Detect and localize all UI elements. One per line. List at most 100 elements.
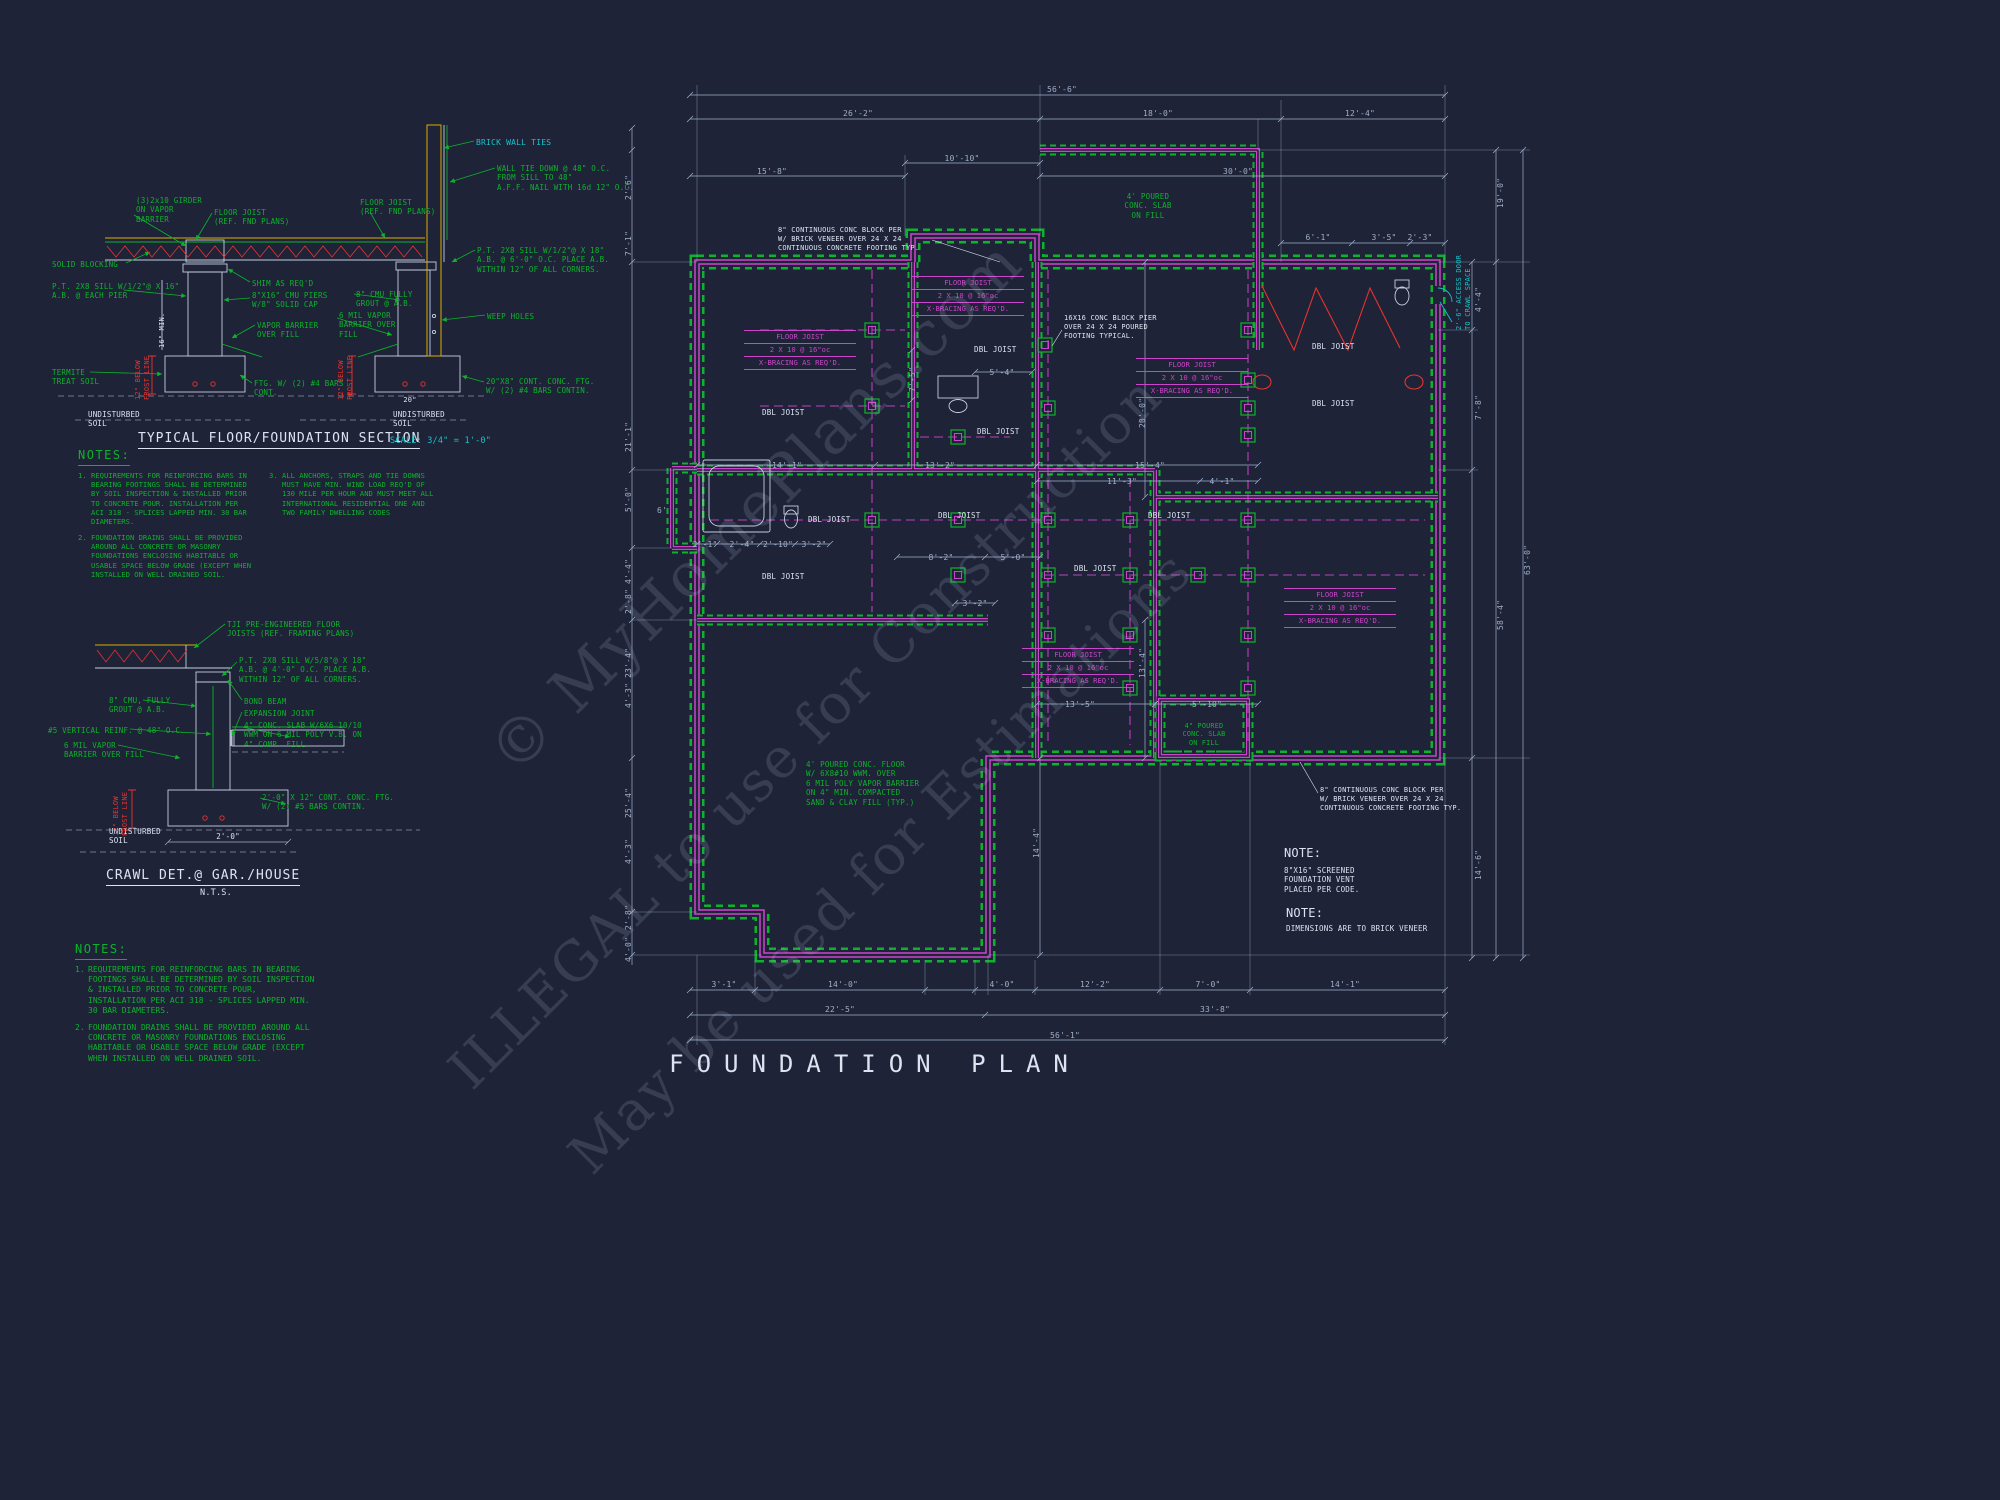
dimension-label: 14'-1" <box>771 461 803 470</box>
dimension-label: 26'-2" <box>842 109 874 118</box>
notes-heading: NOTES: <box>75 942 128 960</box>
drawing-label: VAPOR BARRIER OVER FILL <box>257 321 319 340</box>
drawing-label: P.T. 2X8 SILL W/1/2"@ X 16" A.B. @ EACH … <box>52 282 180 301</box>
dbl-joist-label: DBL JOIST <box>974 345 1017 354</box>
drawing-label: 8"X16" CMU PIERS W/8" SOLID CAP <box>252 291 328 310</box>
dimension-label: 2'-4" <box>729 540 755 549</box>
drawing-label: 8" CMU FULLY GROUT @ A.B. <box>356 290 413 309</box>
drawing-label: UNDISTURBED SOIL <box>109 827 161 846</box>
drawing-label: 12" BELOW FROST LINE <box>337 355 354 400</box>
dimension-label: 3'-2" <box>801 540 827 549</box>
note-item: 2.FOUNDATION DRAINS SHALL BE PROVIDED AR… <box>78 532 252 580</box>
dimension-label: 56'-1" <box>1049 1031 1081 1040</box>
plan-note: 8" CONTINUOUS CONC BLOCK PER W/ BRICK VE… <box>778 226 920 252</box>
generated-geometry <box>89 85 1530 1045</box>
dimension-label: 12'-2" <box>1079 980 1111 989</box>
dimension-label: 14'-0" <box>827 980 859 989</box>
dimension-label: 15'-8" <box>756 167 788 176</box>
notes-list: 3.ALL ANCHORS, STRAPS AND TIE DOWNS MUST… <box>269 471 441 524</box>
drawing-label: TERMITE TREAT SOIL <box>52 368 100 387</box>
fireplace-sketch <box>1252 285 1424 390</box>
access-door <box>1433 286 1453 304</box>
notes-list: 1.REQUIREMENTS FOR REINFORCING BARS IN B… <box>78 471 253 586</box>
dimension-label: 5'-10" <box>1191 700 1223 709</box>
dimension-label: 3'-5" <box>1371 233 1397 242</box>
dimension-label: 22'-5" <box>824 1005 856 1014</box>
dimension-label: 19'-0" <box>1496 177 1505 208</box>
dimension-label: 33'-8" <box>1199 1005 1231 1014</box>
dimension-label: 7'-0" <box>1195 980 1221 989</box>
dimension-label: 25'-4" <box>624 787 633 818</box>
drawing-label: (3)2x10 GIRDER ON VAPOR BARRIER <box>136 196 203 224</box>
dimension-label: 14'-1" <box>1329 980 1361 989</box>
note-item: 3.ALL ANCHORS, STRAPS AND TIE DOWNS MUST… <box>269 470 434 518</box>
drawing-label: FTG. W/ (2) #4 BARS CONT. <box>254 379 344 398</box>
dimension-label: 12'-4" <box>1344 109 1376 118</box>
drawing-label: 4" CONC. SLAB W/6X6 10/10 WWM ON 6 MIL P… <box>244 721 362 749</box>
dimension-label: 58'-4" <box>1496 599 1505 630</box>
dimension-label: 5'-4" <box>989 368 1015 377</box>
dimension-label: 6'-1" <box>1305 233 1331 242</box>
plan-note: 2'-6" ACCESS DOOR TO CRAWL SPACE <box>1455 254 1472 330</box>
drawing-label: 2'-0" X 12" CONT. CONC. FTG. W/ (2) #5 B… <box>262 793 395 812</box>
detail1-title: TYPICAL FLOOR/FOUNDATION SECTION <box>138 431 421 450</box>
drawing-label: SCALE: 3/4" = 1'-0" <box>390 436 492 446</box>
note-item: 1.REQUIREMENTS FOR REINFORCING BARS IN B… <box>75 964 315 1016</box>
dimension-label: 7'-1" <box>624 230 633 256</box>
notes-section-bottom: NOTES: 1.REQUIREMENTS FOR REINFORCING BA… <box>75 942 325 1070</box>
dimension-label: 3'-2" <box>962 599 988 608</box>
drawing-label: SOLID BLOCKING <box>52 260 119 269</box>
drawing-label: N.T.S. <box>200 888 232 898</box>
dimension-label: 5'-0" <box>1000 553 1026 562</box>
drawing-label: P.T. 2X8 SILL W/1/2"@ X 18" A.B. @ 6'-0"… <box>477 246 610 274</box>
dimension-label: 10'-10" <box>944 154 980 163</box>
drawing-label: 16" MIN. <box>158 312 166 348</box>
dimension-label: 21'-1" <box>624 421 633 452</box>
drawing-label: P.T. 2X8 SILL W/5/8"@ X 18" A.B. @ 4'-0"… <box>239 656 372 684</box>
drawing-label: FLOOR JOIST (REF. FND PLANS) <box>360 198 436 217</box>
dimension-label: 63'-0" <box>1523 544 1532 575</box>
drawing-label: 12" BELOW FROST LINE <box>112 791 129 836</box>
detail2-title: CRAWL DET.@ GAR./HOUSE <box>106 868 301 887</box>
drawing-label: WEEP HOLES <box>487 312 535 321</box>
drawing-label: FLOOR JOIST (REF. FND PLANS) <box>214 208 290 227</box>
detail-crawl-garage-house <box>66 644 420 853</box>
drawing-label: #5 VERTICAL REINF. @ 48" O.C. <box>48 726 185 735</box>
drawing-label: 2'-0" <box>216 832 240 841</box>
dbl-joist-label: DBL JOIST <box>977 427 1020 436</box>
plan-note: 4' POURED CONC. SLAB ON FILL <box>1124 192 1172 220</box>
drawing-label: EXPANSION JOINT <box>244 709 315 718</box>
dbl-joist-label: DBL JOIST <box>762 572 805 581</box>
plan-note: DIMENSIONS ARE TO BRICK VENEER <box>1286 924 1428 933</box>
detail-floor-foundation-section <box>58 124 485 421</box>
dbl-joist-label: DBL JOIST <box>1312 342 1355 351</box>
dimension-label: 14'-4" <box>1032 827 1041 858</box>
dimension-label: 18'-0" <box>1142 109 1174 118</box>
dimension-label: 56'-6" <box>1046 85 1078 94</box>
dimension-label: 13'-5" <box>1064 700 1096 709</box>
dimension-label: 4'-1" <box>1209 477 1235 486</box>
drawing-label: 20"X8" CONT. CONC. FTG. W/ (2) #4 BARS C… <box>486 377 595 396</box>
dimension-label: 2'-3" <box>1407 233 1433 242</box>
dimension-label: 11'-3" <box>1106 477 1138 486</box>
drawing-label: UNDISTURBED SOIL <box>88 410 140 429</box>
dimension-label: 13'-4" <box>1138 647 1147 678</box>
drawing-label: SHIM AS REQ'D <box>252 279 314 288</box>
dimension-label: 2'-10" <box>762 540 794 549</box>
drawing-label: TJI PRE-ENGINEERED FLOOR JOISTS (REF. FR… <box>227 620 355 639</box>
dimension-label: 3'-1" <box>711 980 737 989</box>
dimension-label: 14'-6" <box>1474 849 1483 880</box>
drawing-label: 12" BELOW FROST LINE <box>134 355 151 400</box>
notes-list: 1.REQUIREMENTS FOR REINFORCING BARS IN B… <box>75 965 315 1071</box>
plumbing-fixtures <box>702 279 1410 533</box>
drawing-label: WALL TIE DOWN @ 48" O.C. FROM SILL TO 48… <box>497 164 634 192</box>
notes-section-top: NOTES: 1.REQUIREMENTS FOR REINFORCING BA… <box>78 448 458 586</box>
dimension-label: 30'-0" <box>1222 167 1254 176</box>
dbl-joist-label: DBL JOIST <box>1148 511 1191 520</box>
